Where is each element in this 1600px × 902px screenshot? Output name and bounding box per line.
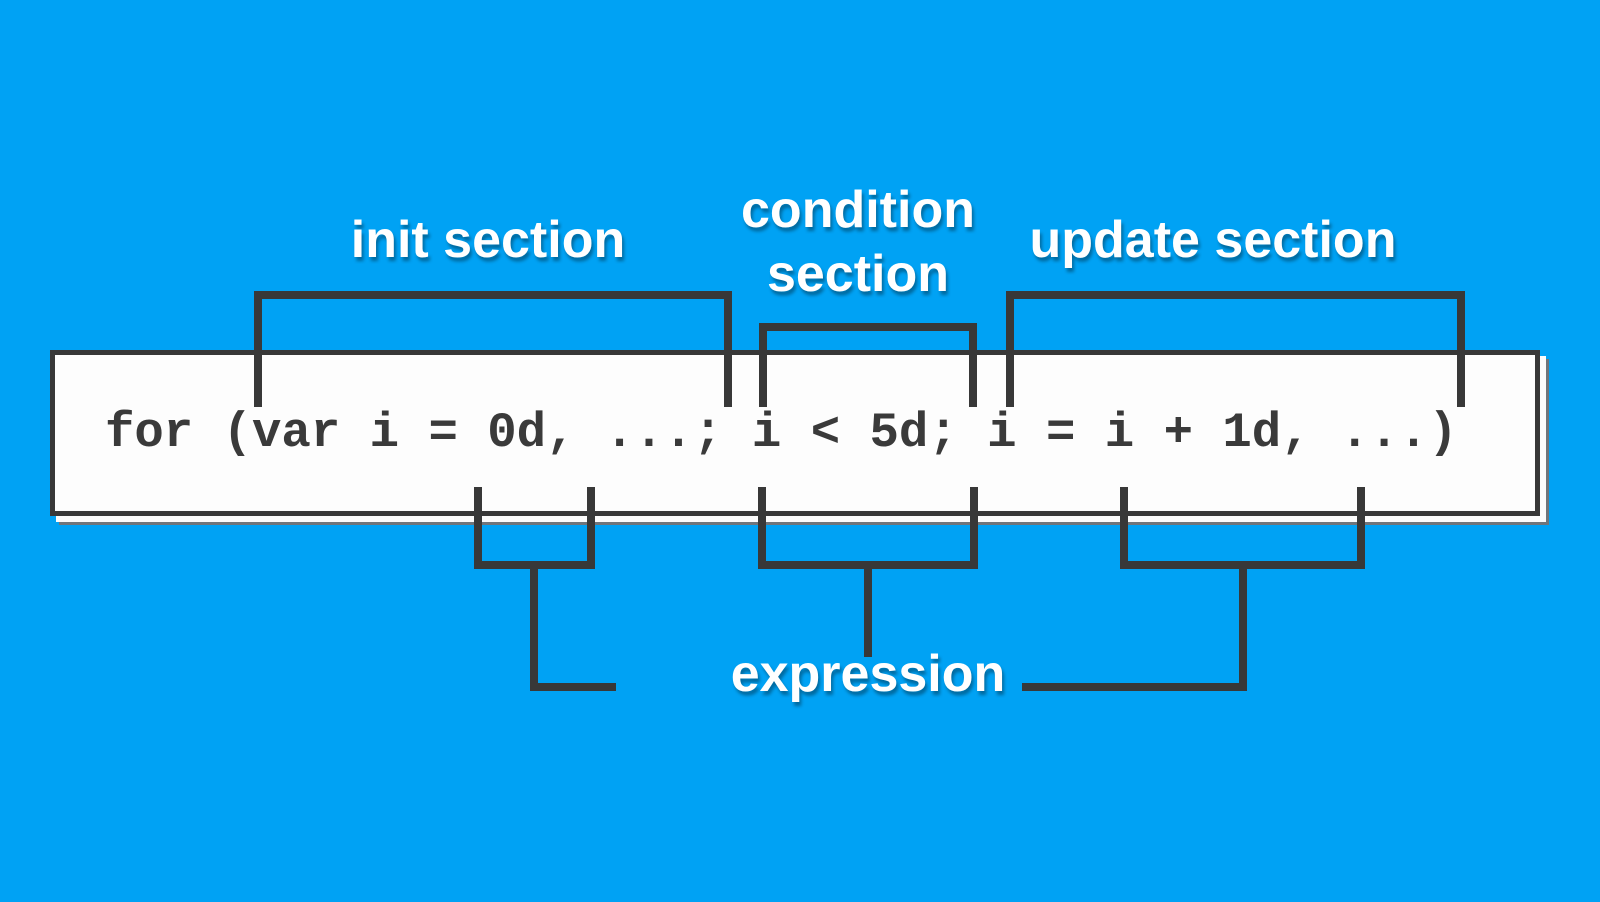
update-section-bracket (1006, 291, 1465, 407)
update-section-label: update section (1029, 211, 1397, 269)
init-expression-underbrace (474, 487, 595, 569)
init-section-bracket (254, 291, 732, 407)
expression-connector-right (1022, 565, 1247, 691)
condition-expression-underbrace (758, 487, 978, 569)
condition-section-bracket (759, 323, 977, 407)
condition-section-label: condition section (741, 181, 975, 303)
for-loop-code: for (var i = 0d, ...; i < 5d; i = i + 1d… (105, 405, 1458, 461)
expression-connector-left (530, 565, 616, 691)
update-expression-underbrace (1120, 487, 1365, 569)
init-section-label: init section (350, 211, 626, 269)
expression-connector-middle (864, 565, 872, 657)
expression-label: expression (730, 645, 1006, 703)
code-box: for (var i = 0d, ...; i < 5d; i = i + 1d… (50, 350, 1540, 516)
